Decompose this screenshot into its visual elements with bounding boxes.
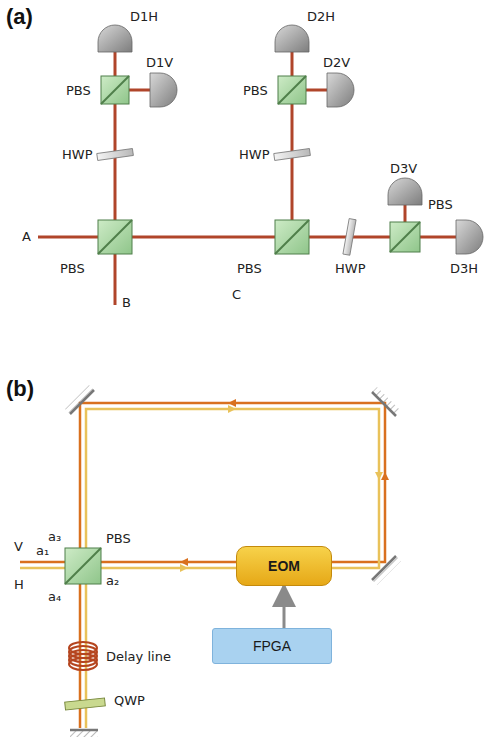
- part-label: a₃: [48, 530, 61, 543]
- part-label: B: [122, 296, 131, 309]
- part-label: Delay line: [106, 650, 171, 663]
- part-label: PBS: [237, 262, 262, 275]
- controller-box: FPGA: [212, 628, 332, 664]
- part-label: PBS: [106, 532, 131, 545]
- part-label: A: [22, 230, 31, 243]
- part-label: PBS: [428, 198, 453, 211]
- control-arrow: [283, 586, 286, 628]
- panel-label: (a): [6, 6, 33, 28]
- part-label: D1H: [130, 10, 158, 23]
- part-label: V: [14, 540, 23, 553]
- part-label: PBS: [60, 262, 85, 275]
- part-label: PBS: [243, 84, 268, 97]
- part-label: D2V: [323, 56, 350, 69]
- part-label: H: [14, 578, 24, 591]
- modulator-box: EOM: [236, 546, 332, 586]
- part-label: PBS: [66, 84, 91, 97]
- box-text: FPGA: [253, 638, 291, 654]
- part-label: C: [232, 288, 241, 301]
- part-label: D2H: [307, 10, 335, 23]
- part-label: HWP: [239, 148, 269, 161]
- part-label: D3H: [450, 262, 478, 275]
- part-label: QWP: [114, 694, 145, 707]
- part-label: HWP: [335, 262, 365, 275]
- part-label: a₄: [48, 590, 61, 603]
- part-label: a₂: [106, 574, 119, 587]
- panel-label: (b): [6, 378, 34, 400]
- part-label: a₁: [36, 544, 49, 557]
- part-label: D1V: [146, 56, 173, 69]
- part-label: HWP: [62, 148, 92, 161]
- part-label: D3V: [390, 162, 417, 175]
- box-text: EOM: [268, 558, 300, 574]
